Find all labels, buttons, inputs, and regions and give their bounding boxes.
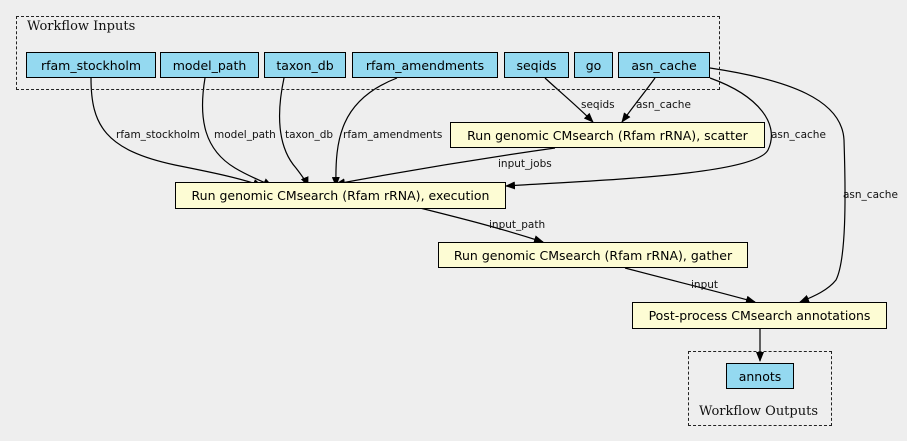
edge-input-path xyxy=(419,207,544,244)
workflow-outputs-label: Workflow Outputs xyxy=(699,404,818,419)
input-rfam-stockholm[interactable]: rfam_stockholm xyxy=(26,52,156,78)
edge-label-asn-cache-execution: asn_cache xyxy=(771,129,826,141)
edge-label-input-jobs: input_jobs xyxy=(498,158,552,170)
workflow-inputs-label: Workflow Inputs xyxy=(27,19,136,34)
workflow-inputs-cluster xyxy=(16,16,720,90)
edge-label-input-path: input_path xyxy=(489,219,546,231)
edge-asn-cache-scatter xyxy=(621,77,656,123)
edge-input xyxy=(624,267,756,304)
edge-label-asn-cache-scatter: asn_cache xyxy=(636,99,691,111)
workflow-outputs-cluster xyxy=(688,351,832,426)
edge-rfam-amendments xyxy=(331,77,398,187)
edge-rfam-stockholm xyxy=(90,77,263,187)
edge-label-model-path: model_path xyxy=(214,129,276,141)
input-model-path[interactable]: model_path xyxy=(160,52,259,78)
input-taxon-db[interactable]: taxon_db xyxy=(264,52,346,78)
edge-label-rfam-amendments: rfam_amendments xyxy=(343,129,443,141)
edge-label-input: input xyxy=(691,279,719,291)
edge-input-jobs xyxy=(335,147,556,187)
input-seqids[interactable]: seqids xyxy=(504,52,569,78)
step-cmsearch-gather[interactable]: Run genomic CMsearch (Rfam rRNA), gather xyxy=(438,242,748,268)
edge-seqids xyxy=(544,77,594,123)
edge-label-taxon-db: taxon_db xyxy=(285,129,334,141)
input-asn-cache[interactable]: asn_cache xyxy=(618,52,710,78)
step-cmsearch-execution[interactable]: Run genomic CMsearch (Rfam rRNA), execut… xyxy=(175,182,506,209)
edge-asn-cache-execution xyxy=(505,77,772,190)
edge-model-path xyxy=(201,77,273,187)
input-rfam-amendments[interactable]: rfam_amendments xyxy=(352,52,498,78)
step-post-process[interactable]: Post-process CMsearch annotations xyxy=(632,302,887,329)
input-go[interactable]: go xyxy=(574,52,613,78)
edge-taxon-db xyxy=(278,77,309,187)
edge-label-rfam-stockholm: rfam_stockholm xyxy=(116,129,201,141)
edge-label-seqids: seqids xyxy=(581,99,615,111)
step-cmsearch-scatter[interactable]: Run genomic CMsearch (Rfam rRNA), scatte… xyxy=(450,122,765,148)
edge-label-asn-cache-post: asn_cache xyxy=(843,189,898,201)
output-annots[interactable]: annots xyxy=(726,363,794,389)
edge-asn-cache-post xyxy=(709,67,846,303)
